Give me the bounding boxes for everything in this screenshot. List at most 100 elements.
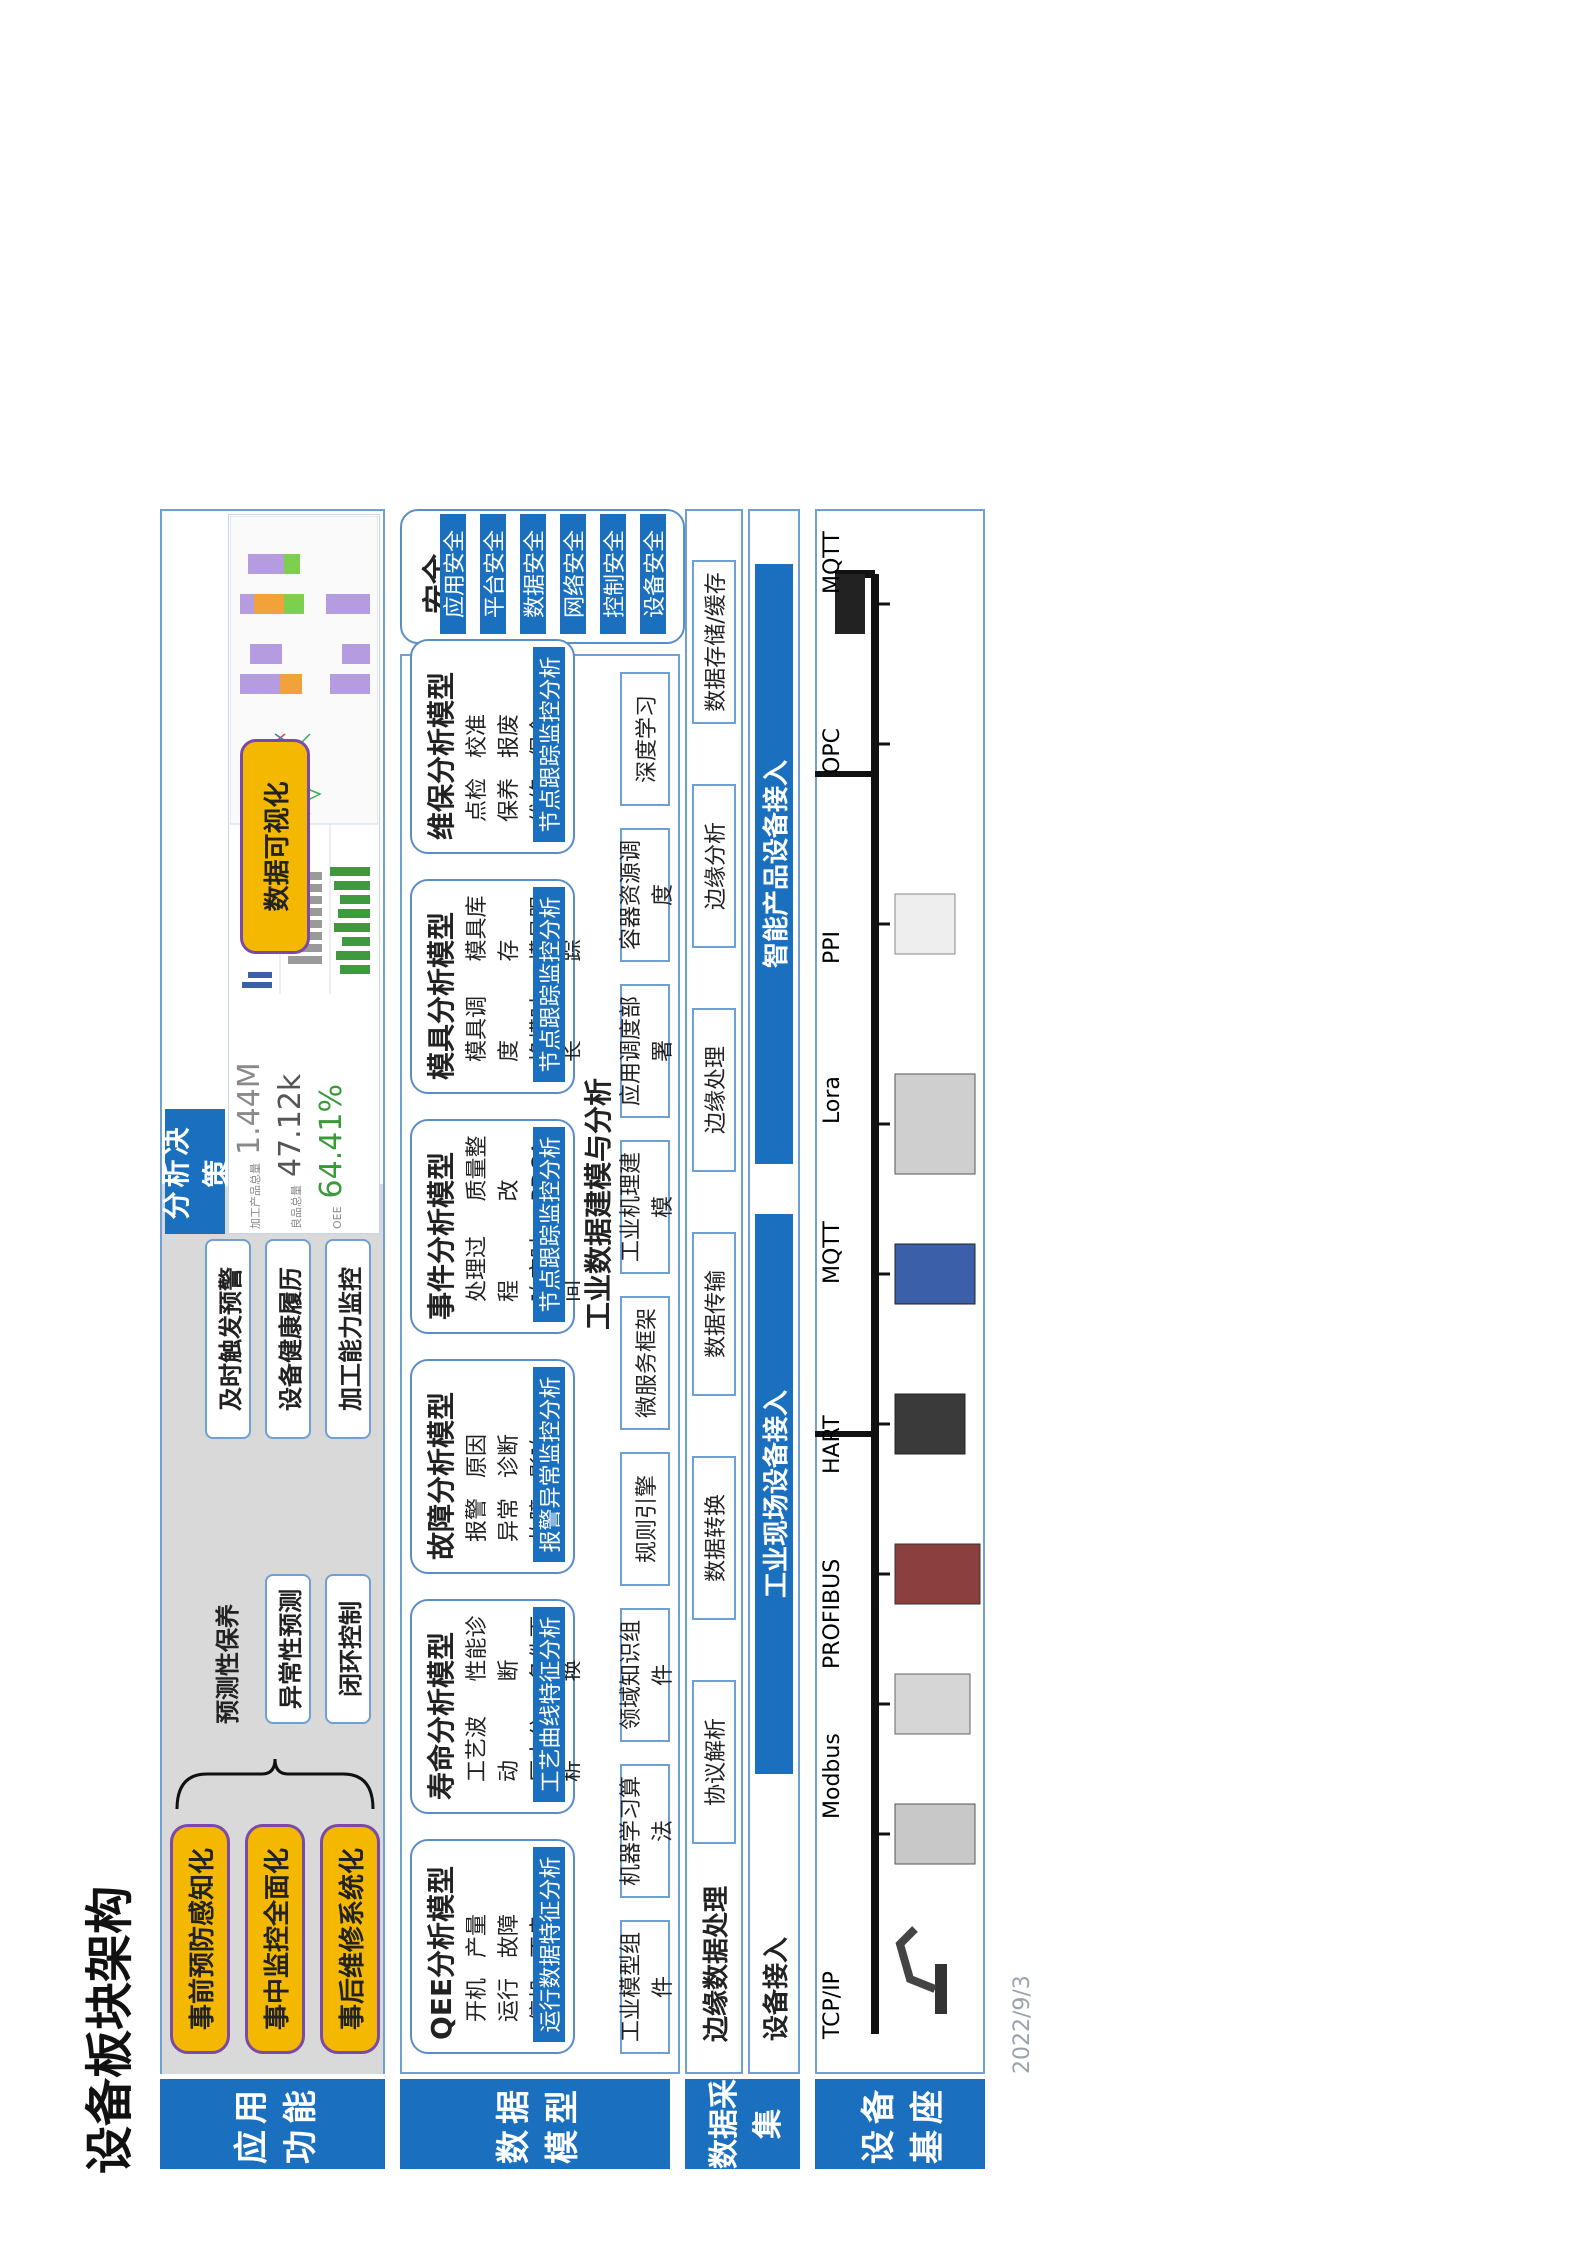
protocol-label: OPC: [820, 728, 845, 774]
protocol-label: PROFIBUS: [820, 1558, 845, 1669]
model-item: 保养: [497, 777, 522, 822]
model-analysis-bar: 节点跟踪监控分析: [533, 1127, 565, 1322]
protocol-label: HART: [820, 1415, 845, 1474]
model-item: 点检: [465, 777, 490, 822]
smart-access-bar: 智能产品设备接入: [755, 564, 793, 1164]
kpi-block: 加工产品总量 1.44M 良品总量 47.12k OEE 64.41%: [232, 999, 376, 1229]
model-card: 故障分析模型报警异常故障原因诊断影响报警异常监控分析: [410, 1359, 575, 1574]
data-visualization-label: 数据可视化: [240, 739, 310, 954]
model-title: 故障分析模型: [425, 1391, 458, 1560]
kpi-value: 64.41%: [314, 1084, 349, 1199]
model-item: 报废: [497, 713, 522, 758]
edge-item: 数据存储/缓存: [692, 560, 736, 724]
kpi-value: 47.12k: [273, 1073, 308, 1177]
model-item: 开机: [465, 1977, 490, 2022]
model-item: 故障: [497, 1913, 522, 1958]
field-access-bar: 工业现场设备接入: [755, 1214, 793, 1774]
edge-item: 边缘分析: [692, 784, 736, 948]
predictive-item-anomaly: 异常性预测: [265, 1574, 311, 1724]
gold-item-maintenance: 事后维修系统化: [320, 1824, 380, 2054]
model-title: 维保分析模型: [425, 671, 458, 840]
model-analysis-bar: 运行数据特征分析: [533, 1847, 565, 2042]
modeling-item: 工业机理建模: [619, 1140, 676, 1274]
device-bus-diagram: [815, 570, 981, 2034]
modeling-title: 工业数据建模与分析: [582, 1078, 615, 1331]
model-analysis-bar: 节点跟踪监控分析: [533, 887, 565, 1082]
model-card: 事件分析模型处理过程响应时间质量整改PDCA节点跟踪监控分析: [410, 1119, 586, 1334]
protocol-label: PPI: [820, 930, 845, 964]
model-analysis-bar: 工艺曲线特征分析: [533, 1607, 565, 1802]
right-item-health: 设备健康履历: [265, 1239, 311, 1439]
kpi-label: OEE: [331, 1206, 344, 1229]
protocol-label: MQTT: [820, 1221, 845, 1284]
protocol-label: Lora: [820, 1076, 845, 1124]
edge-items: 协议解析 数据转换 数据传输 边缘处理 边缘分析 数据存储/缓存: [692, 524, 736, 1844]
modeling-item: 容器资源调度: [619, 828, 676, 962]
model-item: 诊断: [497, 1433, 522, 1478]
model-analysis-bar: 节点跟踪监控分析: [533, 647, 565, 842]
model-item: 工艺波动: [465, 1715, 522, 1782]
model-item: 校准: [465, 713, 490, 758]
model-title: 模具分析模型: [425, 911, 458, 1080]
edge-item: 边缘处理: [692, 1008, 736, 1172]
model-card: 寿命分析模型工艺波动历史分析性能诊断备件更换次数工艺曲线特征分析: [410, 1599, 618, 1814]
model-item: 原因: [465, 1433, 490, 1478]
model-title: 寿命分析模型: [425, 1631, 458, 1800]
edge-item: 协议解析: [692, 1680, 736, 1844]
protocol-label: MQTT: [820, 531, 845, 594]
row-label-model: 数据模型: [400, 2079, 670, 2169]
model-card: QEE分析模型开机运行停机产量故障不良运行数据特征分析: [410, 1839, 575, 2054]
modeling-item: 机器学习算法: [619, 1764, 676, 1898]
modeling-item: 规则引擎: [620, 1452, 670, 1586]
brace-connector: [175, 1758, 375, 1810]
model-analysis-bar: 报警异常监控分析: [533, 1367, 565, 1562]
row-label-base: 设备基座: [815, 2079, 985, 2169]
model-item: 运行: [497, 1977, 522, 2022]
model-column: 模具调度换模时长: [462, 982, 590, 1062]
predictive-item-loop: 闭环控制: [325, 1574, 371, 1724]
kpi-value: 1.44M: [232, 1062, 267, 1155]
access-title: 设备接入: [761, 1937, 792, 2042]
predictive-maintenance-label: 预测性保养: [213, 1604, 242, 1724]
modeling-item: 应用调度部署: [619, 984, 676, 1118]
model-item: 模具调度: [465, 995, 522, 1062]
model-item: 模具库存: [465, 895, 522, 962]
model-item: 性能诊断: [465, 1615, 522, 1682]
row-label-collect: 数据采集: [685, 2079, 800, 2169]
model-item: 质量整改: [465, 1135, 522, 1202]
security-item: 设备安全: [640, 514, 668, 634]
model-card: 维保分析模型点检保养维修校准报废保全节点跟踪监控分析: [410, 639, 575, 854]
model-card: 模具分析模型模具调度换模时长模具库存模具跟踪节点跟踪监控分析: [410, 879, 586, 1094]
edge-item: 数据传输: [692, 1232, 736, 1396]
security-item: 平台安全: [480, 514, 508, 634]
edge-title: 边缘数据处理: [701, 1886, 732, 2043]
right-item-capability: 加工能力监控: [325, 1239, 371, 1439]
model-title: QEE分析模型: [425, 1865, 458, 2040]
model-item: 产量: [465, 1913, 490, 1958]
security-item: 应用安全: [440, 514, 468, 634]
model-title: 事件分析模型: [425, 1151, 458, 1320]
kpi-label: 加工产品总量: [249, 1163, 262, 1229]
protocol-label: Modbus: [820, 1733, 845, 1819]
modeling-item: 微服务框架: [620, 1296, 670, 1430]
gold-item-monitoring: 事中监控全面化: [245, 1824, 305, 2054]
modeling-item: 深度学习: [620, 672, 670, 806]
page-title: 设备板块架构: [82, 1885, 138, 2174]
modeling-item: 领域知识组件: [619, 1608, 676, 1742]
kpi-label: 良品总量: [290, 1185, 303, 1229]
model-column: 处理过程响应时间: [462, 1222, 590, 1302]
analysis-decision-label: 分析决策: [160, 1109, 233, 1234]
protocol-label: TCP/IP: [820, 1971, 845, 2039]
gold-item-prevention: 事前预防感知化: [170, 1824, 230, 2054]
protocol-labels: TCP/IP Modbus PROFIBUS HART MQTT Lora PP…: [820, 509, 850, 2074]
model-item: 处理过程: [465, 1235, 522, 1302]
model-item: 报警: [465, 1497, 490, 1542]
modeling-item: 工业模型组件: [619, 1920, 676, 2054]
model-column: 模具库存模具跟踪: [462, 881, 590, 962]
edge-item: 数据转换: [692, 1456, 736, 1620]
model-item: 异常: [497, 1497, 522, 1542]
right-item-alert: 及时触发预警: [205, 1239, 251, 1439]
security-item: 数据安全: [520, 514, 548, 634]
security-items: 应用安全 平台安全 数据安全 网络安全 控制安全 设备安全: [440, 514, 680, 634]
